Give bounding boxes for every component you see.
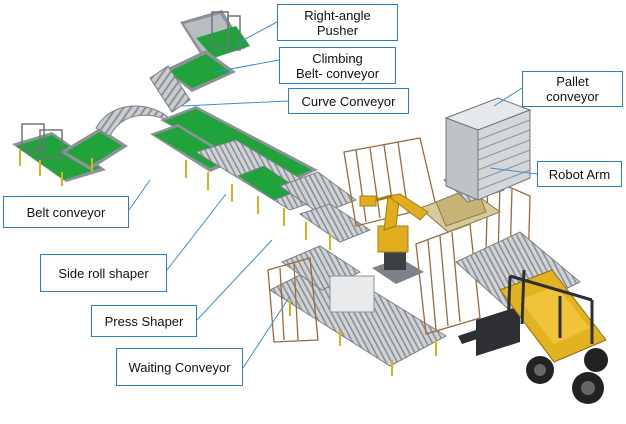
callout-text: Waiting Conveyor xyxy=(128,359,231,375)
callout-text: Right-angle xyxy=(304,7,371,23)
callout-climbing-belt-conveyor: Climbing Belt- conveyor xyxy=(279,47,396,84)
callout-text: Curve Conveyor xyxy=(301,93,396,109)
callout-right-angle-pusher: Right-angle Pusher xyxy=(277,4,398,41)
forklift xyxy=(458,269,608,404)
callout-text: Side roll shaper xyxy=(58,265,149,281)
pallet-dispenser xyxy=(444,97,532,201)
climbing-belt xyxy=(149,65,191,113)
callout-text: Robot Arm xyxy=(548,166,611,182)
waiting-conveyor xyxy=(268,245,448,376)
callout-text: Pallet xyxy=(556,74,589,89)
callout-waiting-conveyor: Waiting Conveyor xyxy=(116,348,243,386)
callout-text: Press Shaper xyxy=(104,313,184,329)
robot-arm xyxy=(359,193,429,284)
callout-pallet-conveyor: Pallet conveyor xyxy=(522,71,623,107)
callout-text: conveyor xyxy=(546,89,599,104)
callout-text: Belt conveyor xyxy=(26,204,106,220)
callout-text: Belt- conveyor xyxy=(295,65,380,81)
top-pusher-unit xyxy=(164,10,250,92)
main-conveyor-lines xyxy=(150,106,372,250)
callout-text: Pusher xyxy=(316,22,359,38)
callout-curve-conveyor: Curve Conveyor xyxy=(288,88,409,114)
callout-text: Climbing xyxy=(312,50,363,66)
callout-press-shaper: Press Shaper xyxy=(91,305,197,337)
leader-lines xyxy=(128,21,538,369)
callout-belt-conveyor: Belt conveyor xyxy=(3,196,129,228)
callout-robot-arm: Robot Arm xyxy=(537,161,622,187)
left-belt-conveyor xyxy=(12,123,128,186)
callout-side-roll-shaper: Side roll shaper xyxy=(40,254,167,292)
